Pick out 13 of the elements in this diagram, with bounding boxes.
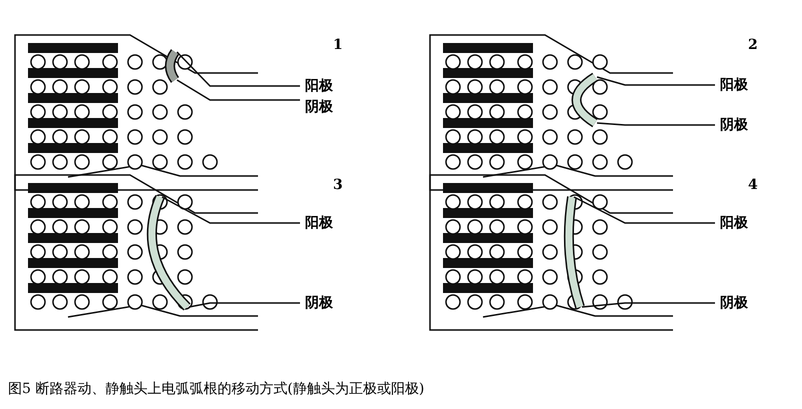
panel-number: 3 [333, 177, 343, 193]
cathode-label: 阴极 [720, 295, 748, 311]
anode-label: 阳极 [305, 78, 333, 94]
anode-label: 阳极 [305, 215, 333, 231]
anode-label: 阳极 [720, 215, 748, 231]
panel-number: 2 [748, 37, 758, 53]
cathode-label: 阴极 [305, 99, 333, 115]
anode-label: 阳极 [720, 77, 748, 93]
cathode-label: 阴极 [305, 295, 333, 311]
panel-number: 4 [748, 177, 758, 193]
figure-caption: 图5 断路器动、静触头上电弧弧根的移动方式(静触头为正极或阳极) [8, 380, 424, 398]
cathode-label: 阴极 [720, 117, 748, 133]
panel-number: 1 [333, 37, 343, 53]
